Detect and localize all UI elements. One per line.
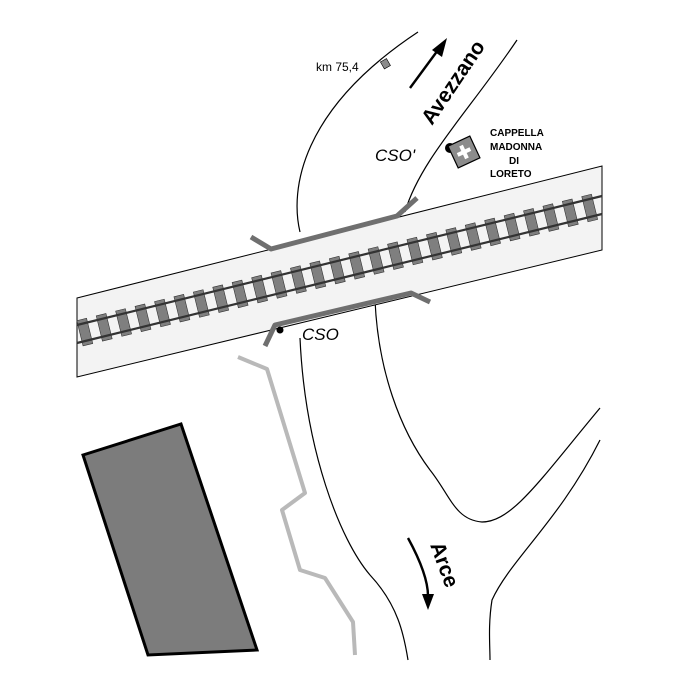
- road-south-west-edge: [299, 337, 409, 661]
- road-north-west-edge: [296, 31, 419, 233]
- direction-north-icon: [409, 38, 447, 89]
- road-name-arce: Arce: [425, 539, 463, 591]
- church-icon: [447, 135, 481, 169]
- km-marker-post: [379, 58, 391, 70]
- road-south-centre-edge: [374, 299, 601, 523]
- chapel-label: CAPPELLA MADONNA DI LORETO: [490, 128, 544, 180]
- svg-text:LORETO: LORETO: [490, 169, 532, 180]
- railway-track: [76, 193, 603, 347]
- building: [81, 422, 260, 657]
- road-south-east-edge: [488, 439, 601, 661]
- parapet-north: [249, 196, 419, 252]
- parapet-south: [262, 290, 432, 348]
- svg-text:CAPPELLA: CAPPELLA: [490, 128, 544, 139]
- cso-label: CSO: [302, 325, 339, 344]
- road-name-avezzano: Avezzano: [417, 36, 490, 129]
- railway-rail-north: [76, 194, 603, 327]
- svg-text:DI: DI: [509, 156, 519, 167]
- footpath: [237, 355, 357, 656]
- railway-rail-south: [76, 212, 603, 345]
- road-edges: [296, 31, 601, 661]
- cso-dot-icon: [276, 326, 284, 334]
- road-north-east-edge: [404, 39, 518, 213]
- cso-prime-label: CSO': [375, 146, 416, 165]
- bridge-parapets: [249, 196, 432, 348]
- direction-south-icon: [406, 537, 434, 610]
- svg-text:MADONNA: MADONNA: [490, 142, 542, 153]
- km-marker-label: km 75,4: [316, 60, 359, 74]
